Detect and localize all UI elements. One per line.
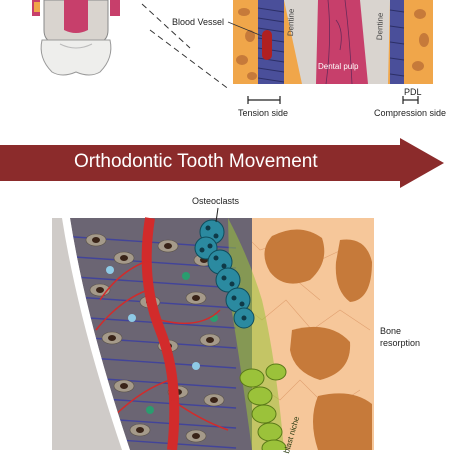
compression-side-label: Compression side: [374, 108, 447, 118]
osteoclast-cells: [194, 219, 255, 329]
bone-remodeling-panel: [52, 217, 374, 450]
osteoblast-cells: [239, 363, 287, 450]
pdl-zoom-panel: [233, 0, 433, 85]
banner-title: Orthodontic Tooth Movement: [74, 151, 318, 172]
dentine-right-label: Dentine: [375, 12, 385, 41]
bone-resorption-label: Bone resorption: [380, 326, 421, 348]
arrow-banner: [0, 138, 444, 188]
osteoclasts-label: Osteoclasts: [192, 196, 240, 206]
dashed-zoom-lines: [141, 3, 231, 91]
blood-vessel-pointer: [227, 21, 263, 37]
dentine-left-label: Dentine: [286, 8, 296, 37]
osteoclasts-pointer: [215, 207, 219, 223]
tooth-illustration: [32, 0, 120, 76]
pdl-label: PDL: [404, 87, 422, 97]
scale-bar: [247, 96, 419, 104]
tension-side-label: Tension side: [238, 108, 289, 118]
blood-vessel: [141, 217, 180, 450]
blood-vessel-label: Blood Vessel: [172, 17, 225, 27]
dental-pulp-label: Dental pulp: [318, 62, 359, 71]
